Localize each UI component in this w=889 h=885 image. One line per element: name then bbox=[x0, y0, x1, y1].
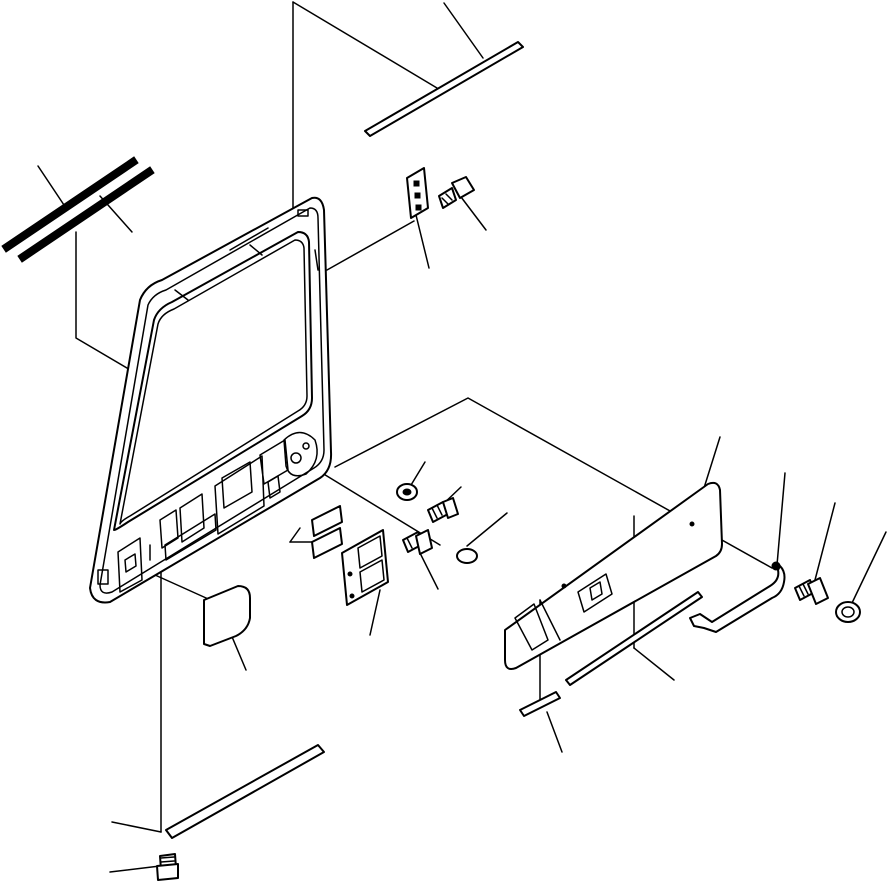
washer bbox=[396, 483, 418, 501]
plug-cap bbox=[456, 548, 478, 564]
small-seal-strip bbox=[519, 691, 561, 717]
bottom-seal-strip bbox=[165, 744, 325, 839]
lower-seal-strip bbox=[565, 591, 703, 686]
trim-cover-panel bbox=[504, 481, 723, 670]
striker-plate bbox=[406, 167, 429, 219]
clip bbox=[835, 601, 861, 623]
cover-mounting-bolt bbox=[427, 497, 459, 523]
left-glass-seal-strip-outer bbox=[1, 156, 139, 253]
rubber-pad bbox=[203, 585, 251, 647]
small-pad bbox=[311, 505, 343, 559]
cover-mounting-bolt-lower bbox=[402, 529, 433, 555]
plate-mounting-bolt bbox=[438, 176, 475, 209]
door-frame bbox=[89, 196, 333, 604]
connecting-rod bbox=[689, 561, 786, 633]
plate-bracket bbox=[341, 529, 389, 606]
bottom-bolt bbox=[156, 853, 179, 881]
rod-mounting-bolt bbox=[794, 577, 829, 605]
left-glass-seal-strip-inner bbox=[17, 166, 155, 263]
upper-glass-molding-strip bbox=[364, 41, 524, 137]
